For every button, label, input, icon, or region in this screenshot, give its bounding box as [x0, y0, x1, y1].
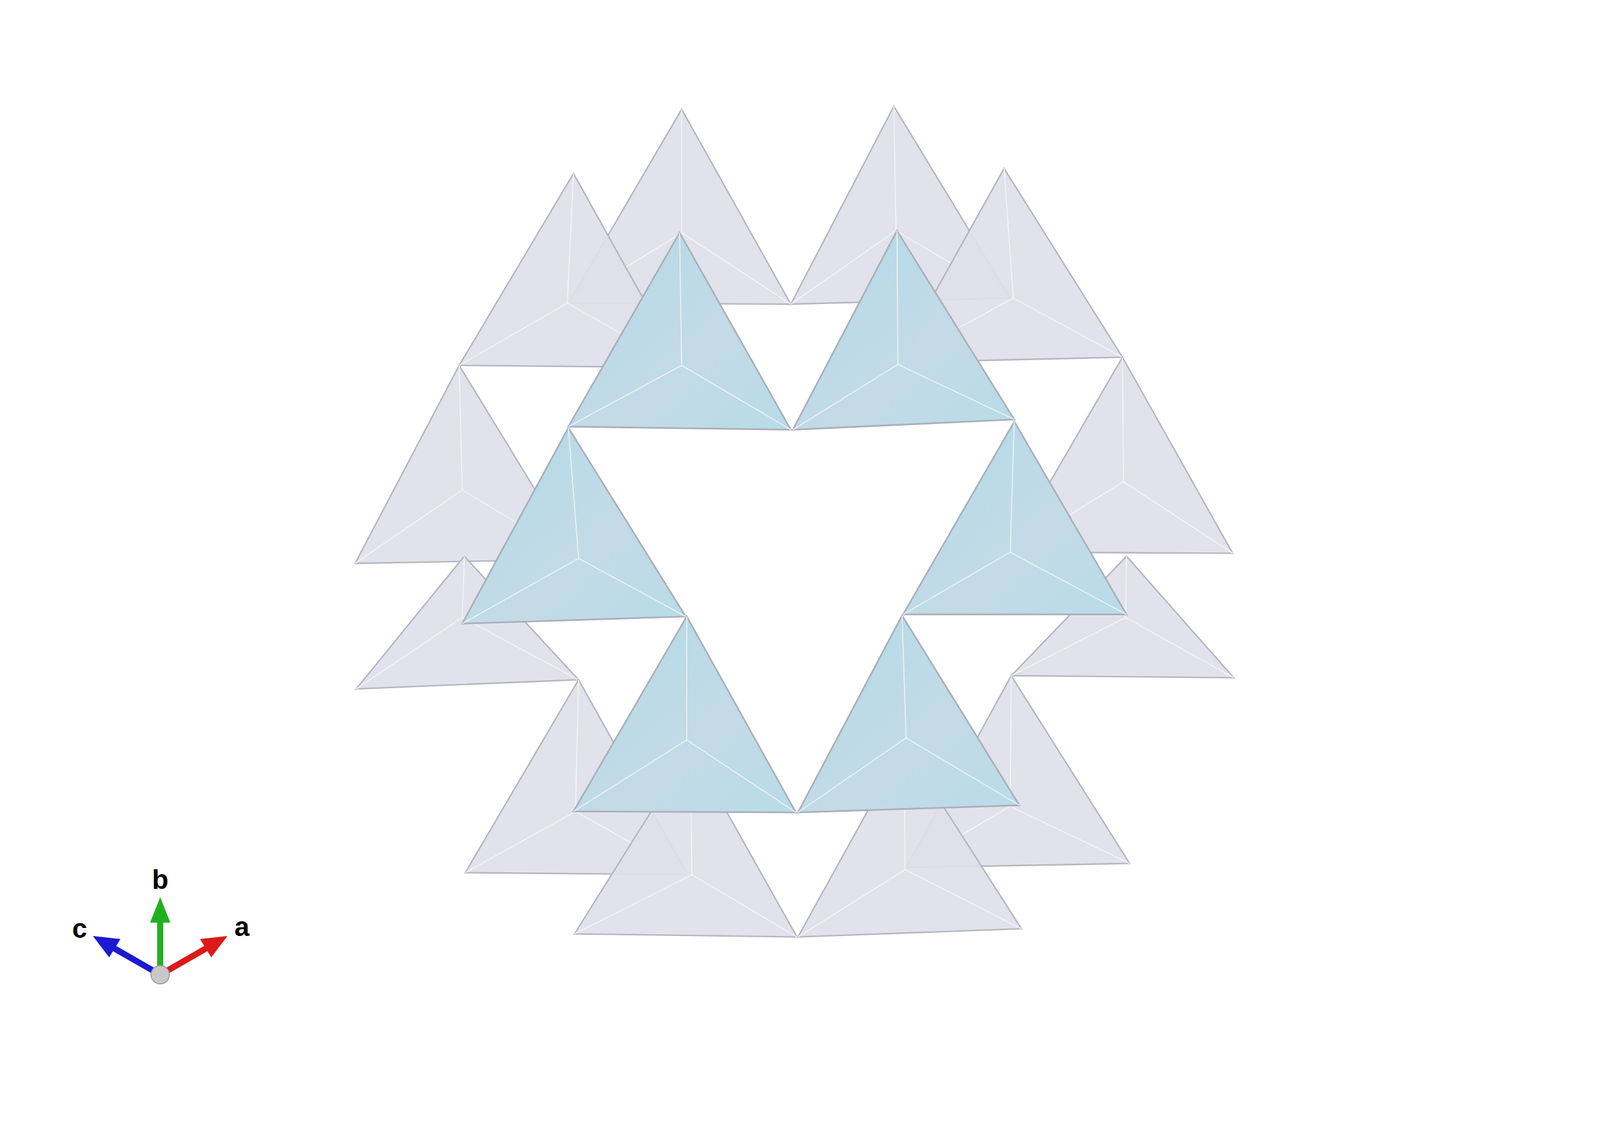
tetrahedron: [798, 615, 1020, 813]
axis-arrowhead: [200, 935, 228, 958]
axis-origin: [151, 965, 170, 984]
tetrahedron-edge: [462, 427, 686, 624]
axis-label: b: [151, 866, 169, 893]
tetrahedron: [903, 421, 1127, 615]
axis-arrowhead: [92, 935, 121, 958]
axis-label: a: [234, 913, 249, 941]
axis-label: c: [72, 914, 87, 942]
axis-arrowhead: [149, 897, 171, 923]
tetrahedron-edge: [798, 615, 1020, 813]
tetrahedron: [792, 230, 1015, 430]
tetrahedron-edge: [568, 232, 791, 430]
tetrahedron-edge: [903, 421, 1127, 615]
tetrahedron: [568, 232, 791, 430]
tetrahedron: [573, 616, 797, 813]
tetrahedron: [462, 427, 686, 624]
tetrahedron-edge: [573, 616, 797, 813]
tetrahedron-edge: [792, 230, 1015, 430]
